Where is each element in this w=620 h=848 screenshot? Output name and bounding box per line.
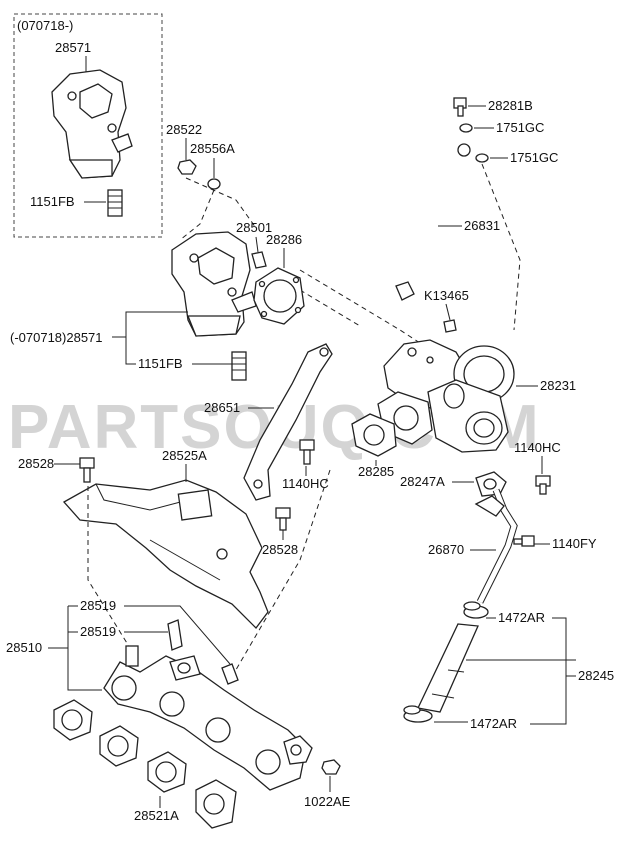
label-1751gc-a: 1751GC [496, 120, 544, 135]
bracket-28651 [243, 343, 333, 501]
label-28281b: 28281B [488, 98, 533, 113]
label-28247a: 28247A [400, 474, 445, 489]
label-28522: 28522 [166, 122, 202, 137]
label-28525a: 28525A [162, 448, 207, 463]
gasket-28521a-4 [195, 779, 237, 829]
oil-feed-pipe-26831 [395, 143, 471, 301]
label-28521a: 28521A [134, 808, 179, 823]
gasket-28285-b [351, 413, 397, 457]
label-28285: 28285 [358, 464, 394, 479]
label-28231: 28231 [540, 378, 576, 393]
bolt-28528-b [275, 507, 291, 531]
label-inset-date: (070718-) [17, 18, 73, 33]
stud-1151fb-inset [107, 189, 123, 217]
nut-28522 [177, 159, 197, 175]
gasket-28286 [253, 267, 305, 325]
washer-28556a [207, 178, 221, 190]
heat-shield-28525a [62, 479, 269, 629]
label-1140fy: 1140FY [552, 536, 597, 551]
exhaust-manifold-28510 [103, 645, 313, 791]
label-1472ar-b: 1472AR [470, 716, 517, 731]
hose-28245 [417, 623, 479, 713]
label-28571-main: (-070718)28571 [10, 330, 103, 345]
inset-box [13, 13, 163, 238]
label-28556a: 28556A [190, 141, 235, 156]
label-1151fb-inset: 1151FB [30, 194, 75, 209]
clamp-1472ar-b [403, 705, 433, 723]
clamp-1472ar-a [463, 601, 489, 619]
bolt-1140fy [513, 535, 535, 547]
label-28501: 28501 [236, 220, 272, 235]
label-1140hc-b: 1140HC [514, 440, 561, 455]
label-1140hc-a: 1140HC [282, 476, 329, 491]
label-1151fb-main: 1151FB [138, 356, 183, 371]
nut-1022ae [321, 759, 341, 775]
gasket-28247a [475, 471, 507, 497]
label-28571-inset: 28571 [55, 40, 91, 55]
label-28519-b: 28519 [80, 624, 116, 639]
stud-28519-a [167, 619, 183, 651]
stud-28501 [251, 251, 267, 269]
label-28286: 28286 [266, 232, 302, 247]
label-28519-a: 28519 [80, 598, 116, 613]
label-28528-b: 28528 [262, 542, 298, 557]
bolt-1140hc-b [535, 475, 551, 495]
label-k13465: K13465 [424, 288, 469, 303]
bolt-1140hc-a [299, 439, 315, 465]
gasket-28521a-1 [53, 699, 93, 741]
label-1472ar-a: 1472AR [498, 610, 545, 625]
label-28510: 28510 [6, 640, 42, 655]
bolt-28528-a [79, 457, 95, 483]
label-1751gc-b: 1751GC [510, 150, 558, 165]
label-26870: 26870 [428, 542, 464, 557]
turbo-inlet-elbow-28571 [171, 231, 257, 337]
turbo-inlet-elbow-inset [51, 69, 133, 179]
turbocharger-28231 [383, 339, 515, 453]
label-28245: 28245 [578, 668, 614, 683]
label-1022ae: 1022AE [304, 794, 351, 809]
label-28528-a: 28528 [18, 456, 54, 471]
oil-return-pipe-26870 [474, 488, 518, 604]
washer-1751gc-b [475, 153, 489, 163]
stud-1151fb-main [231, 351, 247, 381]
label-28651: 28651 [204, 400, 240, 415]
label-26831: 26831 [464, 218, 500, 233]
stud-28519-b [221, 663, 239, 685]
clip-k13465 [443, 319, 457, 333]
gasket-28521a-2 [99, 725, 139, 767]
washer-1751gc-a [459, 123, 473, 133]
banjo-bolt-28281b [453, 97, 467, 117]
gasket-28521a-3 [147, 751, 187, 793]
